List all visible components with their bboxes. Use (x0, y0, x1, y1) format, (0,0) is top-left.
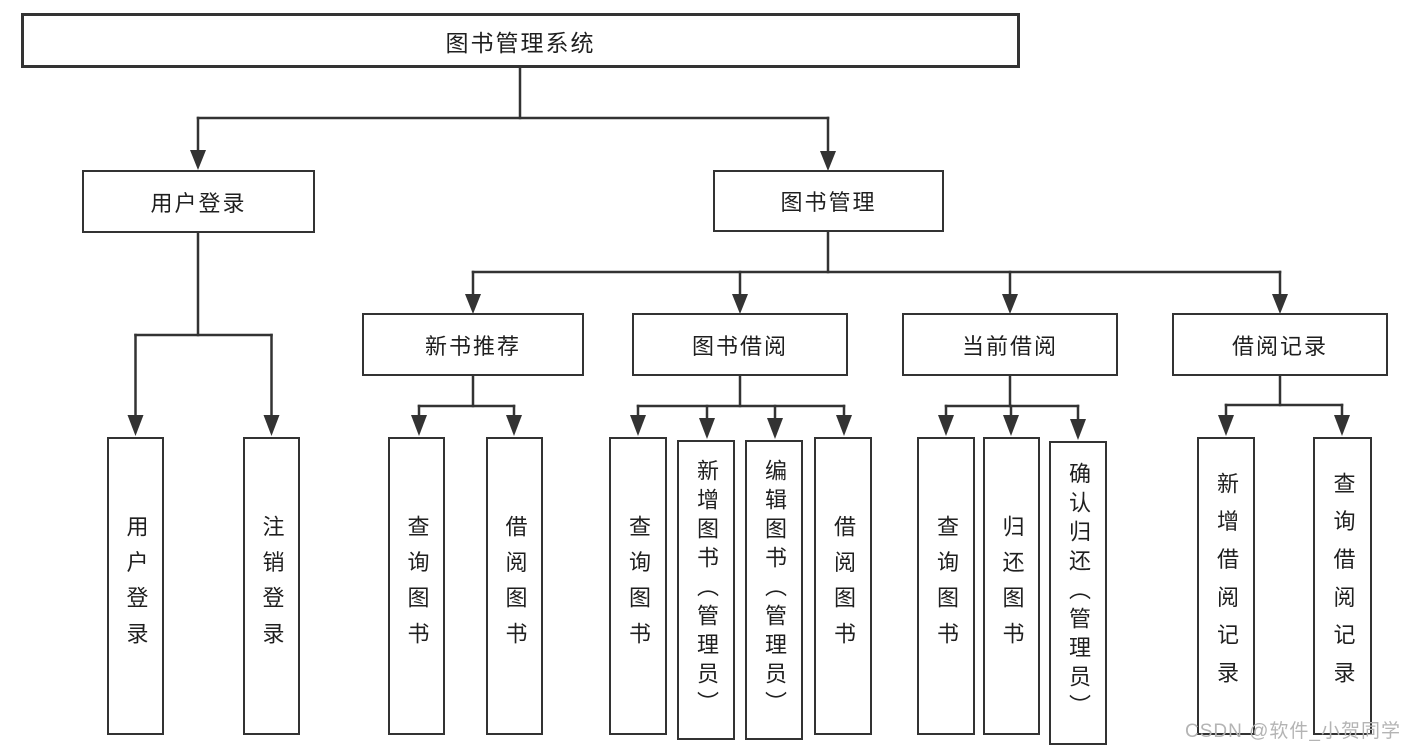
leaf-edit-book-admin: 编辑图书（管理员） (745, 440, 803, 740)
leaf-add-book-admin: 新增图书（管理员） (677, 440, 735, 740)
leaf-user-login: 用户登录 (107, 437, 164, 735)
node-book-management: 图书管理 (713, 170, 944, 232)
leaf-borrow-books-recommend: 借阅图书 (486, 437, 543, 735)
node-new-book-recommend: 新书推荐 (362, 313, 584, 376)
leaf-query-books-borrowing: 查询图书 (609, 437, 667, 735)
leaf-query-books-recommend: 查询图书 (388, 437, 445, 735)
node-user-login: 用户登录 (82, 170, 315, 233)
leaf-return-book: 归还图书 (983, 437, 1040, 735)
node-current-borrowing: 当前借阅 (902, 313, 1118, 376)
leaf-logout: 注销登录 (243, 437, 300, 735)
leaf-query-borrow-record: 查询借阅记录 (1313, 437, 1372, 735)
node-book-borrowing: 图书借阅 (632, 313, 848, 376)
leaf-query-books-current: 查询图书 (917, 437, 975, 735)
node-borrowing-records: 借阅记录 (1172, 313, 1388, 376)
watermark: CSDN @软件_小贺同学 (1185, 721, 1401, 742)
leaf-confirm-return-admin: 确认归还（管理员） (1049, 441, 1107, 745)
leaf-borrow-books-borrowing: 借阅图书 (814, 437, 872, 735)
node-library-management-system: 图书管理系统 (21, 13, 1020, 68)
leaf-add-borrow-record: 新增借阅记录 (1197, 437, 1255, 735)
